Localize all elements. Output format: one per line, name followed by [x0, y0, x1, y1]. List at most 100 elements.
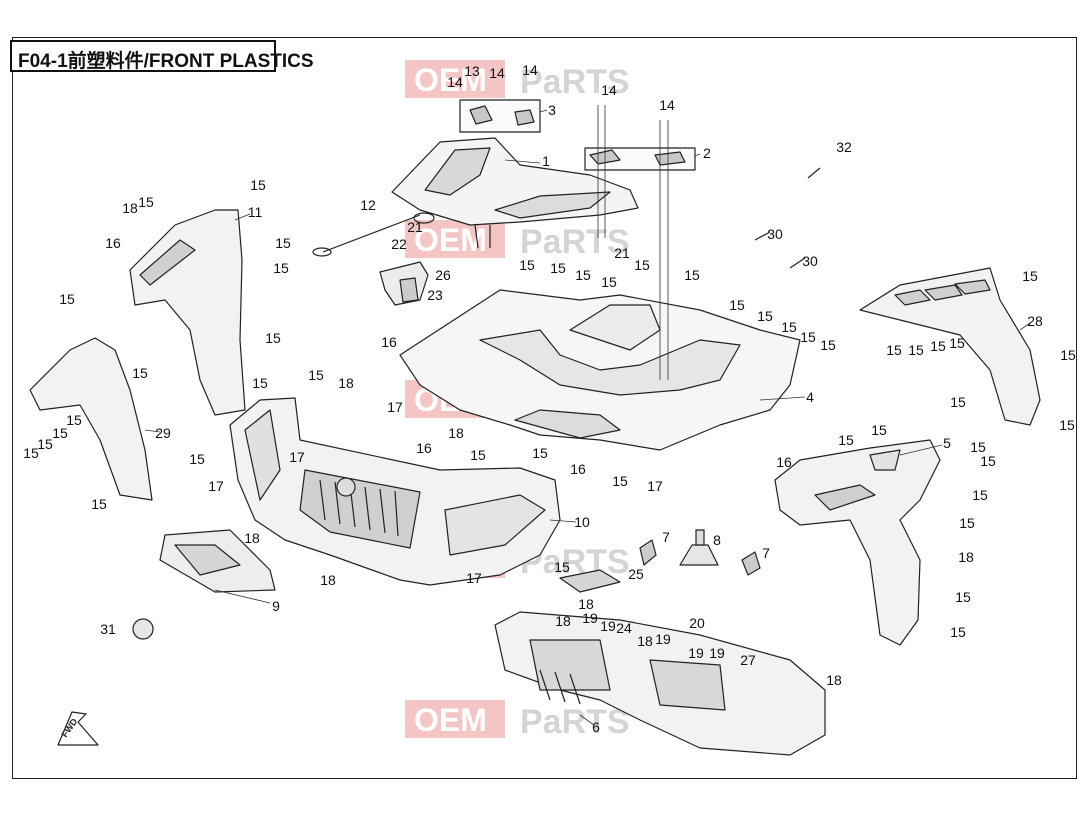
part-callout-24: 24: [616, 620, 632, 636]
part-31-plug: [132, 618, 154, 640]
part-callout-21: 21: [614, 245, 630, 261]
part-callout-17: 17: [387, 399, 403, 415]
part-4-front-rack-cover: [399, 289, 801, 451]
part-callout-19: 19: [655, 631, 671, 647]
part-callout-21: 21: [407, 219, 423, 235]
part-callout-19: 19: [688, 645, 704, 661]
part-callout-18: 18: [122, 200, 138, 216]
part-callout-15: 15: [550, 260, 566, 276]
part-callout-15: 15: [554, 559, 570, 575]
part-callout-15: 15: [252, 375, 268, 391]
part-callout-15: 15: [959, 515, 975, 531]
watermark-mid-1: OEM PaRTS: [405, 220, 630, 261]
watermark-parts-text: PaRTS: [520, 63, 630, 101]
part-callout-17: 17: [289, 449, 305, 465]
watermark-bottom: OEM PaRTS: [405, 700, 630, 741]
part-callout-15: 15: [634, 257, 650, 273]
part-callout-19: 19: [582, 610, 598, 626]
part-callout-14: 14: [601, 82, 617, 98]
watermark-top: OEM PaRTS: [405, 60, 630, 101]
part-callout-15: 15: [575, 267, 591, 283]
part-callout-15: 15: [1060, 347, 1076, 363]
part-29-left-flap: [29, 337, 153, 501]
part-10-front-fascia: [229, 397, 561, 586]
title-box: F04-1前塑料件/FRONT PLASTICS: [10, 40, 314, 72]
page-title: F04-1前塑料件/FRONT PLASTICS: [18, 51, 314, 72]
part-callout-15: 15: [757, 308, 773, 324]
part-callout-15: 15: [684, 267, 700, 283]
part-1-hood-cover: [391, 137, 639, 249]
part-callout-15: 15: [871, 422, 887, 438]
part-callout-11: 11: [248, 204, 263, 220]
part-callout-15: 15: [138, 194, 154, 210]
part-callout-15: 15: [519, 257, 535, 273]
part-callout-7: 7: [662, 529, 670, 545]
part-callout-14: 14: [447, 74, 463, 90]
part-callout-16: 16: [105, 235, 121, 251]
part-callout-15: 15: [972, 487, 988, 503]
part-callout-12: 12: [360, 197, 376, 213]
watermark-oem-text: OEM: [414, 702, 487, 738]
part-22-23-latch: [379, 261, 429, 306]
part-callout-15: 15: [1059, 417, 1075, 433]
part-callout-18: 18: [244, 530, 260, 546]
part-callout-15: 15: [838, 432, 854, 448]
part-callout-15: 15: [1022, 268, 1038, 284]
part-callout-18: 18: [637, 633, 653, 649]
part-callout-9: 9: [272, 598, 280, 614]
part-8-funnel: [679, 529, 719, 566]
part-callout-18: 18: [448, 425, 464, 441]
part-callout-7: 7: [762, 545, 770, 561]
part-callout-15: 15: [886, 342, 902, 358]
part-callout-13: 13: [464, 63, 480, 79]
part-callout-19: 19: [600, 618, 616, 634]
part-callout-18: 18: [320, 572, 336, 588]
part-callout-15: 15: [189, 451, 205, 467]
part-11-left-fender: [129, 209, 246, 416]
part-callout-28: 28: [1027, 313, 1043, 329]
part-callout-22: 22: [391, 236, 407, 252]
part-callout-15: 15: [532, 445, 548, 461]
part-callout-15: 15: [949, 335, 965, 351]
part-callout-18: 18: [578, 596, 594, 612]
part-callout-15: 15: [950, 624, 966, 640]
part-callout-14: 14: [522, 62, 538, 78]
part-callout-17: 17: [647, 478, 663, 494]
part-12-cable: [312, 212, 435, 257]
part-callout-15: 15: [820, 337, 836, 353]
watermark-oem-text: OEM: [414, 62, 487, 98]
part-callout-15: 15: [265, 330, 281, 346]
part-callout-23: 23: [427, 287, 443, 303]
watermark-oem-text: OEM: [414, 222, 487, 258]
part-callout-30: 30: [767, 226, 783, 242]
part-callout-15: 15: [37, 436, 53, 452]
part-callout-15: 15: [970, 439, 986, 455]
part-callout-15: 15: [23, 445, 39, 461]
part-callout-18: 18: [555, 613, 571, 629]
part-7-clips: [639, 539, 761, 576]
part-3-vent-bracket: [459, 99, 541, 133]
part-callout-15: 15: [275, 235, 291, 251]
part-callout-15: 15: [930, 338, 946, 354]
watermark-parts-text: PaRTS: [520, 223, 630, 261]
part-callout-32: 32: [836, 139, 852, 155]
part-callout-20: 20: [689, 615, 705, 631]
part-callout-17: 17: [466, 570, 482, 586]
part-callout-26: 26: [435, 267, 451, 283]
part-callout-10: 10: [574, 514, 590, 530]
part-6-undertray: [494, 611, 826, 756]
part-callout-18: 18: [826, 672, 842, 688]
part-callout-18: 18: [338, 375, 354, 391]
part-callout-15: 15: [52, 425, 68, 441]
fwd-arrow: FWD: [57, 711, 99, 746]
part-callout-1: 1: [542, 153, 550, 169]
watermark-group: OEM PaRTS OEM PaRTS OEM PaRTS OEM PaRTS …: [405, 60, 630, 741]
part-callout-15: 15: [132, 365, 148, 381]
part-callout-27: 27: [740, 652, 756, 668]
part-callout-15: 15: [470, 447, 486, 463]
part-callout-19: 19: [709, 645, 725, 661]
part-callout-15: 15: [729, 297, 745, 313]
part-callout-15: 15: [66, 412, 82, 428]
diagram-frame: [12, 37, 1077, 779]
